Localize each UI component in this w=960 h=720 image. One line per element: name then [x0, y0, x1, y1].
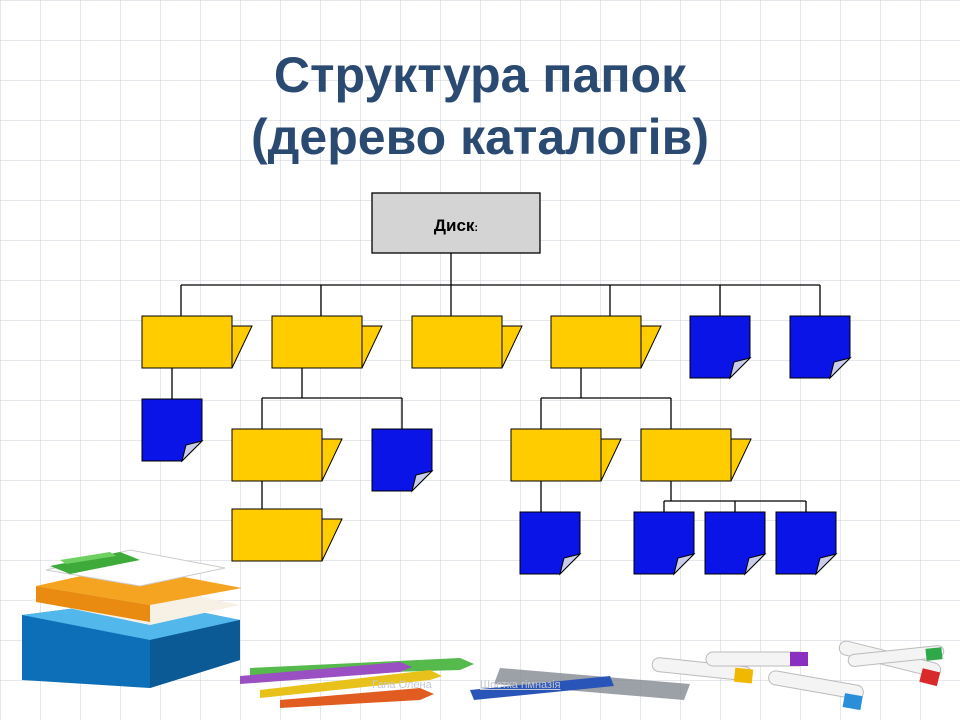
file-icon [633, 511, 696, 576]
title-line-2: (дерево каталогів) [251, 109, 709, 165]
file-icon [519, 511, 582, 576]
file-icon [775, 511, 838, 576]
folder-icon [510, 428, 622, 482]
footer-author: Гапа Олена [372, 679, 432, 691]
root-box [371, 192, 541, 254]
root-node: Диск: [371, 192, 541, 254]
ruler-illustration [470, 668, 690, 700]
pencils-illustration [240, 658, 474, 708]
tree-nodes [141, 315, 852, 576]
slide-title: Структура папок (дерево каталогів) [0, 44, 960, 168]
folder-icon [271, 315, 383, 369]
markers-illustration [651, 640, 945, 711]
file-icon [141, 398, 204, 463]
tree-connectors [171, 253, 821, 512]
books-illustration [22, 549, 242, 688]
folder-icon [550, 315, 662, 369]
file-icon [371, 428, 434, 493]
folder-icon [640, 428, 752, 482]
file-icon [689, 315, 752, 380]
folder-icon [231, 428, 343, 482]
title-line-1: Структура папок [273, 47, 687, 103]
folder-icon [411, 315, 523, 369]
folder-icon [141, 315, 253, 369]
footer-school-link[interactable]: Шостка гімназія [480, 679, 561, 691]
folder-icon [231, 508, 343, 562]
file-icon [704, 511, 767, 576]
root-label: Диск: [434, 216, 478, 235]
file-icon [789, 315, 852, 380]
